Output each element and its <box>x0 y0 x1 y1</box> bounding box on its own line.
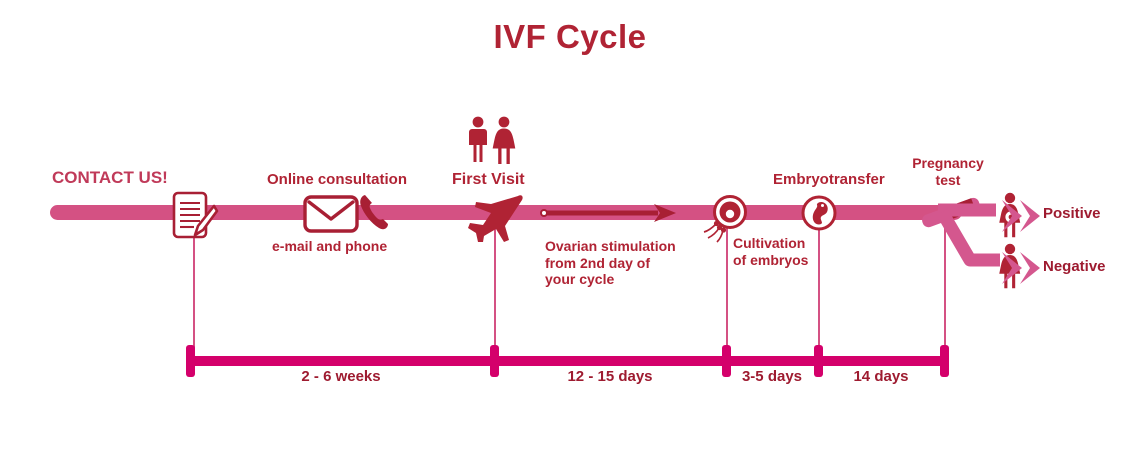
scale-tick-first-visit <box>490 345 499 377</box>
scale-label-2-6-weeks: 2 - 6 weeks <box>301 368 381 385</box>
ovarian-line-2: from 2nd day of <box>545 254 651 271</box>
couple-icon <box>466 116 522 164</box>
connector-contact <box>193 220 195 356</box>
stage-sublabel-email-phone: e-mail and phone <box>272 238 388 254</box>
stage-label-embryotransfer: Embryotransfer <box>773 171 885 188</box>
scale-tick-end <box>940 345 949 377</box>
scale-label-12-15-days: 12 - 15 days <box>567 368 653 385</box>
arrow-right-icon <box>540 203 680 223</box>
branch-connectors <box>936 198 1008 288</box>
page-title: IVF Cycle <box>493 18 647 55</box>
outcome-label-negative: Negative <box>1043 258 1106 275</box>
connector-pregnancy-test <box>944 220 946 356</box>
scale-tick-embryotransfer <box>814 345 823 377</box>
stage-label-pregnancy-test: Pregnancy test <box>908 155 988 188</box>
stage-sublabel-ovarian-stimulation: Ovarian stimulation from 2nd day of your… <box>545 238 695 288</box>
connector-embryotransfer <box>818 220 820 356</box>
pregnancy-line-1: Pregnancy <box>912 155 984 171</box>
negative-arrow-icon <box>1000 248 1044 288</box>
connector-fertilization <box>726 220 728 356</box>
duration-scale-bar <box>188 356 948 366</box>
ovarian-line-3: your cycle <box>545 271 615 288</box>
connector-first-visit <box>494 220 496 356</box>
scale-tick-start <box>186 345 195 377</box>
embryo-icon <box>800 194 838 232</box>
airplane-icon <box>463 192 525 244</box>
cultivation-line-2: of embryos <box>733 251 809 268</box>
cultivation-line-1: Cultivation <box>733 235 806 251</box>
scale-label-3-5-days: 3-5 days <box>741 368 803 385</box>
stage-label-first-visit: First Visit <box>452 171 525 188</box>
document-pen-icon <box>168 190 220 244</box>
outcome-label-positive: Positive <box>1043 205 1101 222</box>
stage-sublabel-cultivation: Cultivation of embryos <box>733 235 828 268</box>
scale-label-14-days: 14 days <box>853 368 909 385</box>
positive-arrow-icon <box>1000 196 1044 236</box>
scale-tick-fertilization <box>722 345 731 377</box>
stage-label-online-consultation: Online consultation <box>267 171 408 188</box>
stage-label-contact: CONTACT US! <box>52 168 168 187</box>
envelope-phone-icon <box>303 193 389 235</box>
ovarian-line-1: Ovarian stimulation <box>545 238 676 254</box>
egg-sperm-icon <box>700 190 756 246</box>
pregnancy-line-2: test <box>935 171 961 188</box>
